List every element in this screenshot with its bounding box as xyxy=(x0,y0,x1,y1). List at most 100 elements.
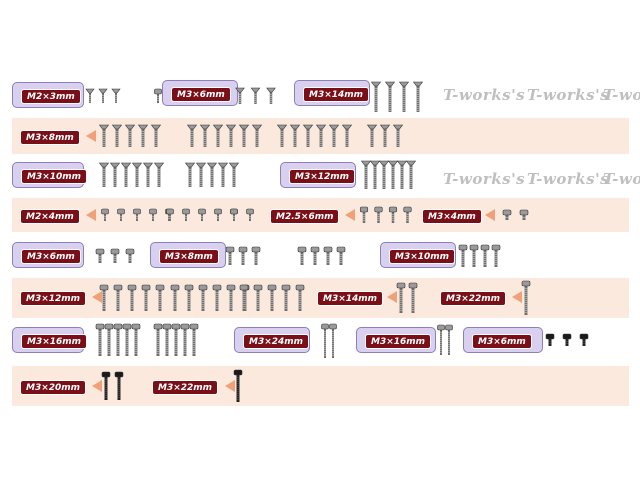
screw-icon xyxy=(189,323,199,356)
size-label: M3×16mm xyxy=(365,334,432,349)
screw-icon xyxy=(297,246,307,265)
screw-icon xyxy=(369,160,381,189)
screw-icon xyxy=(182,208,190,221)
screw-icon xyxy=(99,284,109,311)
screw-icon xyxy=(469,244,479,267)
watermark: T-works's xyxy=(443,170,526,188)
screw-icon xyxy=(124,124,136,147)
size-label: M3×8mm xyxy=(159,249,219,264)
screw-icon xyxy=(341,124,353,147)
watermark: T-works's xyxy=(527,86,610,104)
screw-icon xyxy=(149,208,157,221)
screw-icon xyxy=(238,246,248,265)
screw-icon xyxy=(392,124,404,147)
size-label-box: M3×24mm xyxy=(234,327,310,353)
screw-icon xyxy=(412,81,424,112)
size-label: M3×16mm xyxy=(21,334,88,349)
screw-icon xyxy=(360,160,372,189)
screw-icon xyxy=(396,282,406,313)
screw-icon xyxy=(374,206,383,223)
screw-icon xyxy=(480,244,490,267)
watermark: T-works's xyxy=(603,170,640,188)
screw-icon xyxy=(133,208,141,221)
row-2: M3×8mm xyxy=(12,118,629,154)
size-label-box: M3×10mm xyxy=(12,162,88,188)
arrow-icon xyxy=(86,130,96,142)
size-label: M2×4mm xyxy=(20,209,80,224)
watermark: T-works's xyxy=(527,170,610,188)
screw-icon xyxy=(408,282,418,313)
screw-icon xyxy=(579,333,589,346)
size-label: M3×6mm xyxy=(472,334,532,349)
screw-icon xyxy=(276,124,288,147)
watermark: T-works's xyxy=(603,86,640,104)
screw-icon xyxy=(235,87,245,104)
screw-icon xyxy=(387,160,399,189)
screw-icon xyxy=(295,284,305,311)
row-3: M3×10mm M3×12mm xyxy=(12,158,629,192)
screw-icon xyxy=(171,323,181,356)
size-label: M3×10mm xyxy=(389,249,456,264)
screw-icon xyxy=(266,87,276,104)
screw-icon xyxy=(251,246,261,265)
screw-icon xyxy=(131,162,143,187)
size-label-box: M3×16mm xyxy=(12,327,88,353)
screw-icon xyxy=(131,323,141,356)
row-1: M2×3mm M3×6mm M3×14mm xyxy=(12,80,629,112)
screw-icon xyxy=(214,208,222,221)
screw-icon xyxy=(251,124,263,147)
screw-icon xyxy=(127,284,137,311)
size-label: M3×12mm xyxy=(20,291,87,306)
screw-icon xyxy=(142,162,154,187)
screw-icon xyxy=(384,81,396,112)
screw-icon xyxy=(398,81,410,112)
screw-icon xyxy=(166,208,174,221)
arrow-icon xyxy=(485,209,495,221)
screw-icon xyxy=(378,160,390,189)
size-label: M2.5×6mm xyxy=(270,209,340,224)
screw-icon xyxy=(445,324,453,355)
screw-icon xyxy=(388,206,398,223)
size-label: M3×22mm xyxy=(152,380,219,395)
screw-icon xyxy=(396,160,408,189)
screw-icon xyxy=(154,88,162,103)
row-5: M3×6mm M3×8mm M3×10mm xyxy=(12,240,629,272)
arrow-icon xyxy=(86,209,96,221)
screw-icon xyxy=(184,162,196,187)
arrow-icon xyxy=(225,380,235,392)
screw-icon xyxy=(155,284,165,311)
screw-icon xyxy=(239,284,249,311)
size-label: M3×6mm xyxy=(171,87,231,102)
arrow-icon xyxy=(512,291,522,303)
size-label: M3×14mm xyxy=(303,87,370,102)
screw-icon xyxy=(359,206,369,223)
size-label-box: M3×14mm xyxy=(294,80,370,106)
screw-icon xyxy=(198,208,206,221)
screw-icon xyxy=(281,284,291,311)
screw-icon xyxy=(212,124,224,147)
screw-icon xyxy=(198,284,208,311)
screw-icon xyxy=(111,124,123,147)
arrow-icon xyxy=(387,291,397,303)
screw-icon xyxy=(545,333,555,346)
screw-icon xyxy=(184,284,194,311)
arrow-icon xyxy=(345,209,355,221)
screw-icon xyxy=(195,162,207,187)
screw-icon xyxy=(217,162,229,187)
arrow-icon xyxy=(92,380,102,392)
screw-icon xyxy=(122,323,132,356)
screw-icon xyxy=(328,124,340,147)
screw-icon xyxy=(113,323,123,356)
screw-icon xyxy=(267,284,277,311)
screw-icon xyxy=(437,324,445,355)
screw-icon xyxy=(137,124,149,147)
screw-icon xyxy=(162,323,172,356)
screw-icon xyxy=(113,284,123,311)
size-label-box: M3×16mm xyxy=(356,327,436,353)
size-label-box: M3×12mm xyxy=(280,162,356,188)
screw-icon xyxy=(125,248,135,263)
screw-icon xyxy=(310,246,320,265)
size-label-box: M2×3mm xyxy=(12,82,84,108)
screw-icon xyxy=(95,248,105,263)
screw-icon xyxy=(104,323,114,356)
